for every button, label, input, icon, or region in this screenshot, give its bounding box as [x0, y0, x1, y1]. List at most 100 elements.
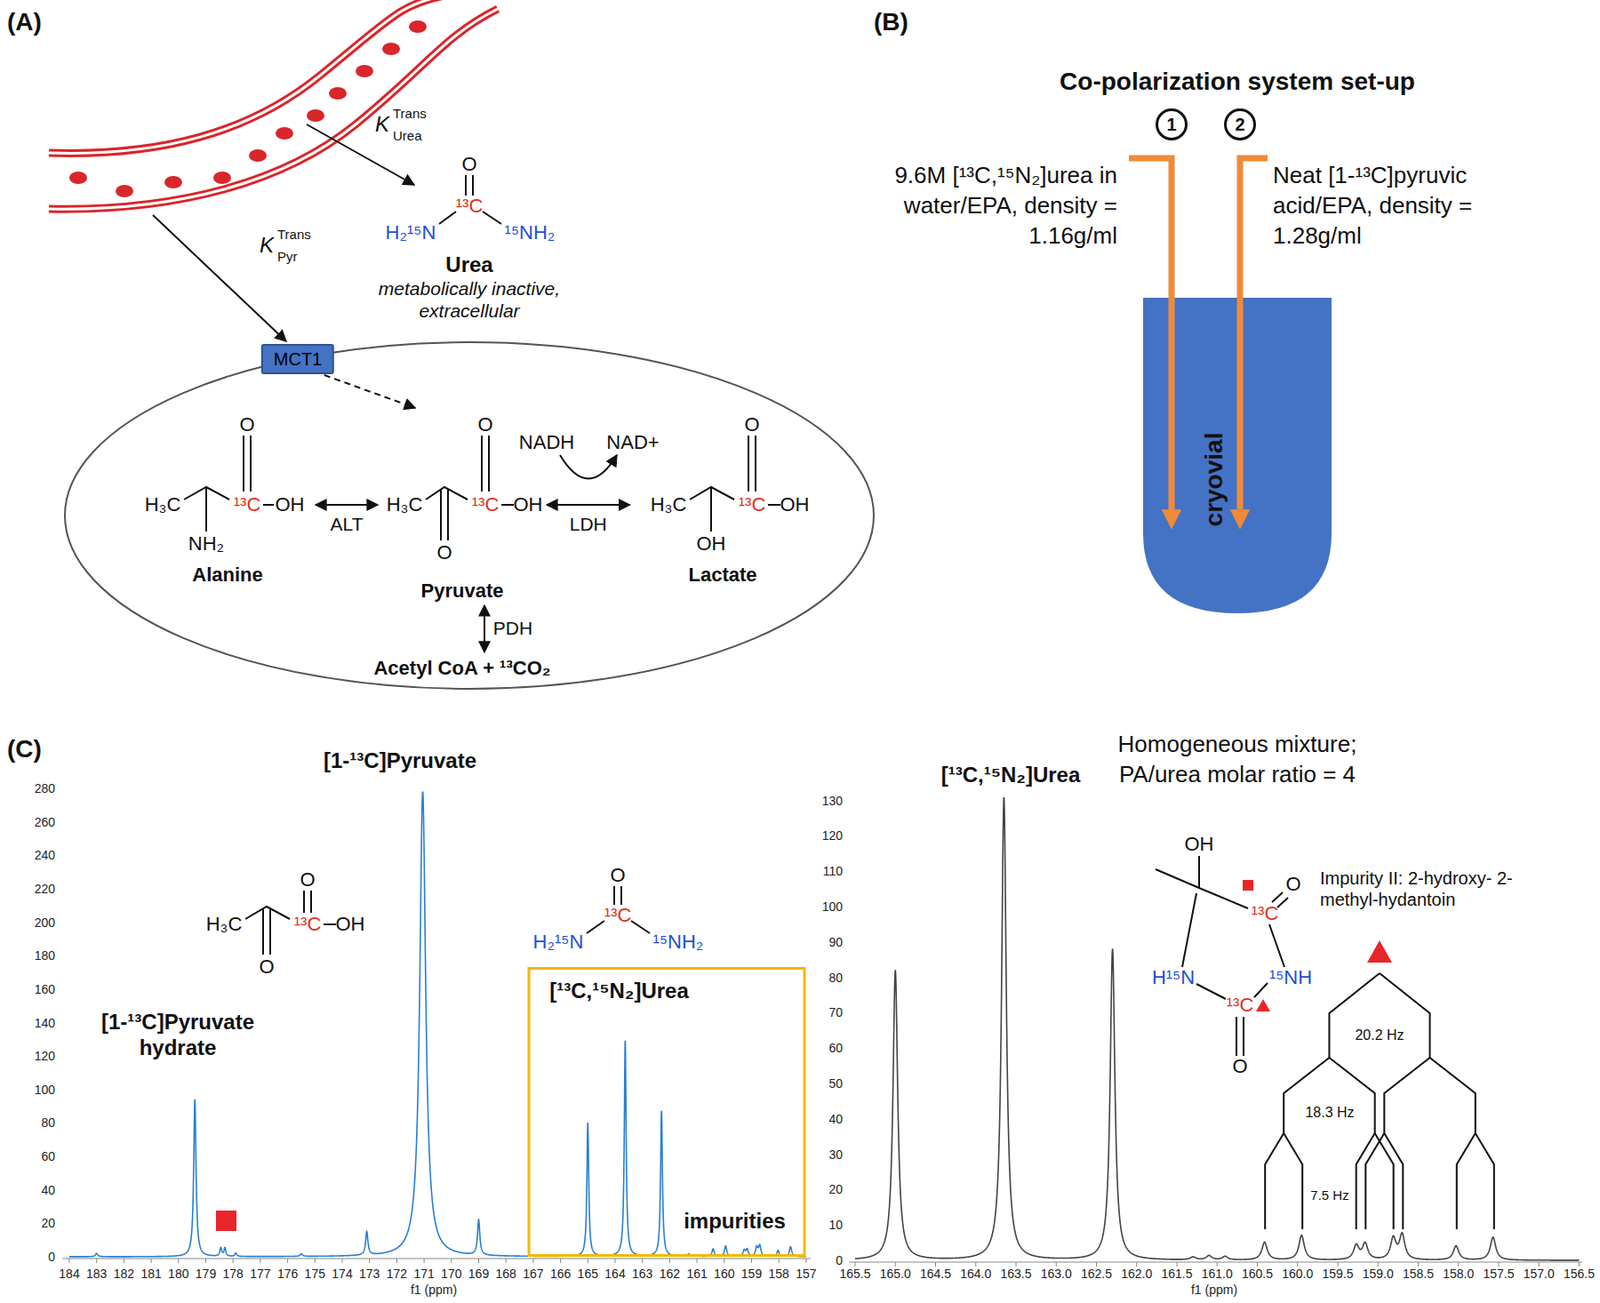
axis-tick: 90 — [828, 934, 843, 950]
axis-tick-mark — [1457, 1262, 1459, 1267]
axis-tick: 140 — [34, 1015, 56, 1031]
carbon-marker — [1256, 999, 1271, 1012]
red-cell — [355, 64, 374, 78]
carbon-label: ¹³C — [604, 904, 632, 928]
nitrogen-label: H₂¹⁵N — [385, 221, 437, 245]
carbon-marker — [1242, 880, 1254, 891]
axis-tick-mark — [1176, 1262, 1178, 1267]
axis-tick: 180 — [34, 948, 56, 964]
axis-tick: 120 — [34, 1048, 56, 1064]
step-circle: 2 — [1224, 108, 1256, 141]
axis-tick-mark — [1498, 1262, 1500, 1267]
axis-tick: 176 — [277, 1266, 298, 1282]
carbon-label: ¹³C — [294, 912, 322, 936]
axis-tick: 177 — [249, 1266, 271, 1282]
product-node: Acetyl CoA + ¹³CO₂ — [369, 655, 554, 682]
axis-tick: 110 — [823, 864, 843, 880]
axis-tick: 80 — [40, 1115, 56, 1131]
axis-tick: 100 — [34, 1081, 56, 1097]
vessel-wall — [48, 8, 498, 209]
peak-marker — [216, 1210, 237, 1232]
axis-tick: 169 — [468, 1266, 489, 1282]
molecule-name: Urea — [445, 252, 493, 279]
axis-tick-mark — [669, 1258, 671, 1264]
cofactor-arc — [560, 455, 617, 480]
splitting-branch — [1328, 973, 1380, 1058]
splitting-branch — [1379, 973, 1431, 1058]
axis-tick: 40 — [828, 1111, 843, 1127]
atom-label: OH — [275, 493, 305, 517]
red-cell — [213, 171, 232, 184]
axis-tick: 240 — [34, 848, 56, 864]
red-cell — [382, 42, 400, 56]
axis-tick: 280 — [34, 781, 56, 797]
atom-label: O — [609, 864, 625, 888]
node-text: Pyruvate — [421, 579, 504, 603]
axis-tick: 159.5 — [1321, 1266, 1353, 1282]
enzyme-label: PDH — [490, 617, 536, 640]
panel-letter: (A) — [7, 7, 42, 38]
axis-tick-mark — [1417, 1262, 1419, 1267]
axis-tick-mark — [314, 1258, 316, 1264]
axis-tick-mark — [975, 1262, 976, 1267]
axis-tick-mark — [1056, 1262, 1057, 1267]
axis-tick-mark — [259, 1258, 261, 1264]
axis-tick: f1 (ppm) — [410, 1282, 457, 1298]
axis-tick: 163.0 — [1040, 1266, 1072, 1282]
axis-tick-mark — [1538, 1262, 1540, 1267]
splitting-branch — [1375, 1133, 1394, 1230]
axis-tick-mark — [805, 1258, 807, 1264]
axis-tick-mark — [342, 1258, 344, 1264]
carbon-label: ¹³C — [233, 493, 262, 517]
axis-line — [62, 1258, 811, 1260]
axis-tick: 165.5 — [839, 1266, 871, 1282]
rate-index: Trans — [277, 226, 312, 243]
axis-tick: 163 — [632, 1266, 653, 1282]
atom-label: H₃C — [650, 493, 688, 517]
reaction-arrow — [483, 605, 486, 653]
axis-tick: 158 — [768, 1266, 790, 1282]
axis-tick: 162.5 — [1080, 1266, 1112, 1282]
node-text: impurities — [683, 1208, 786, 1235]
axis-tick: 179 — [195, 1266, 216, 1282]
axis-tick: 160.0 — [1281, 1266, 1313, 1282]
red-cell — [248, 149, 267, 162]
axis-tick-mark — [478, 1258, 480, 1264]
axis-tick: 70 — [828, 1005, 843, 1021]
axis-tick: 120 — [822, 828, 843, 844]
note-text: metabolically inactive, extracellular — [362, 277, 576, 322]
axis-tick: 175 — [304, 1266, 326, 1282]
atom-label: NADH — [519, 431, 575, 455]
axis-tick-mark — [205, 1258, 207, 1264]
axis-tick: 161.5 — [1160, 1266, 1192, 1282]
axis-tick: 163.5 — [1000, 1266, 1032, 1282]
axis-tick-mark — [723, 1258, 725, 1264]
axis-tick: 157.5 — [1482, 1266, 1514, 1282]
axis-tick: 173 — [359, 1266, 380, 1282]
axis-tick: 100 — [822, 899, 843, 915]
red-cell — [115, 184, 134, 198]
nmr-spectrum — [855, 798, 1580, 1261]
axis-tick-mark — [1377, 1262, 1379, 1267]
red-cell — [306, 109, 325, 122]
axis-tick-mark — [1256, 1262, 1258, 1267]
transport-arrow — [152, 215, 287, 342]
atom-label: O — [436, 541, 452, 565]
carbon-marker — [1367, 940, 1392, 963]
impurity-name: Impurity II: 2-hydroxy- 2-methyl-hydanto… — [1320, 867, 1520, 911]
atom-label: H₃C — [144, 493, 182, 517]
splitting-tree — [1264, 973, 1495, 1230]
red-cell — [164, 176, 183, 189]
axis-tick-mark — [177, 1258, 179, 1264]
axis-tick-mark — [505, 1258, 507, 1264]
reaction-arrow — [546, 504, 631, 506]
axis-tick-mark — [1296, 1262, 1298, 1267]
rate-index: Pyr — [277, 248, 298, 265]
atom-label: OH — [1184, 832, 1215, 856]
axis-tick: 0 — [48, 1249, 56, 1265]
axis-tick: 30 — [828, 1146, 843, 1162]
atom-label: H₃C — [206, 912, 243, 936]
rate-index: Urea — [392, 128, 423, 144]
node-text: MCT1 — [273, 348, 322, 370]
